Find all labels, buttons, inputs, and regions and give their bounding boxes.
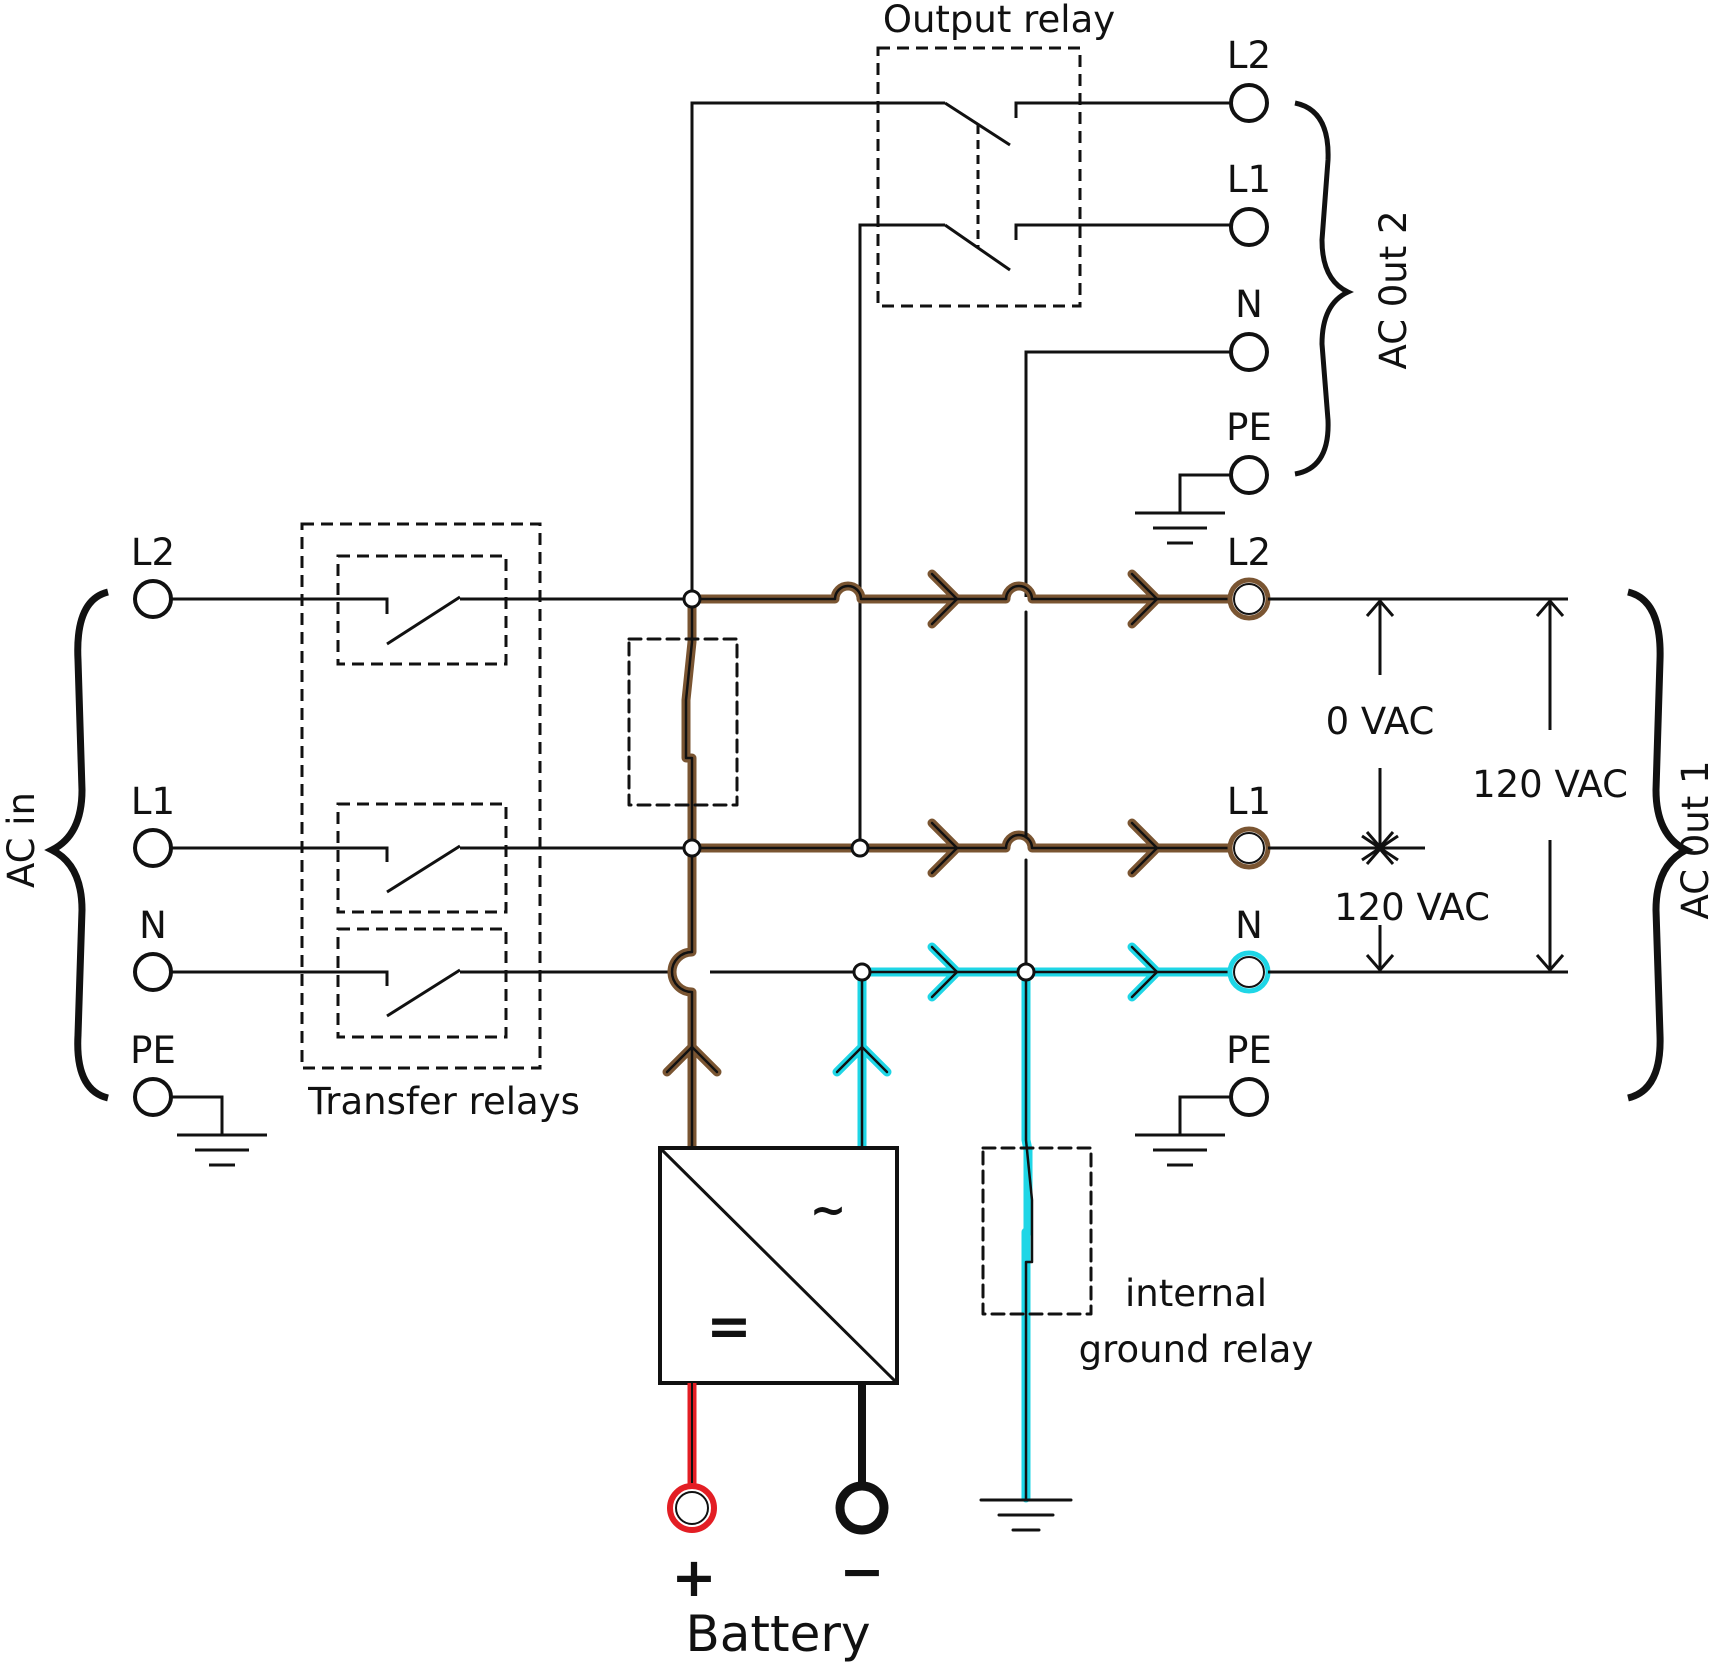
ac-out2-terminals (1229, 83, 1269, 495)
terminal-in-n[interactable] (133, 952, 173, 992)
in-n-label: N (139, 904, 167, 947)
terminal-in-pe[interactable] (133, 1077, 173, 1117)
inverter (658, 1146, 899, 1385)
in-pe-label: PE (130, 1029, 176, 1072)
out2-l2-label: L2 (1227, 34, 1271, 77)
terminal-out2-pe[interactable] (1229, 455, 1269, 495)
terminal-out2-l2[interactable] (1229, 83, 1269, 123)
measurement-l2-l1: 0 VAC (1326, 700, 1435, 743)
out1-l2-label: L2 (1227, 531, 1271, 574)
bypass-relay-box (627, 637, 739, 807)
battery-positive-label: + (671, 1546, 716, 1609)
in-l2-label: L2 (131, 531, 175, 574)
transfer-relay-contact-l1 (386, 844, 461, 894)
battery-wiring (667, 1383, 889, 1535)
ac-in-terminals (133, 579, 173, 1117)
out1-pe-label: PE (1226, 1029, 1272, 1072)
junction-nodes (682, 589, 1036, 982)
ground-relay-box (981, 1146, 1093, 1316)
terminal-out2-l1[interactable] (1229, 207, 1269, 247)
measurement-tick (1361, 834, 1399, 862)
battery-label: Battery (685, 1605, 870, 1662)
inverter-ac-symbol: ~ (810, 1185, 847, 1236)
terminal-in-l2[interactable] (133, 579, 173, 619)
ac-out2-brace (1294, 100, 1354, 477)
out1-l1-label: L1 (1227, 780, 1271, 823)
ac-out1-label: AC 0ut 1 (1674, 760, 1717, 919)
transfer-relays-box (300, 522, 542, 1070)
terminal-out1-pe[interactable] (1229, 1077, 1269, 1117)
measurement-l1-n: 120 VAC (1334, 886, 1490, 929)
ac-out1-wiring (1135, 597, 1568, 1167)
ground-relay-label-line2: ground relay (1079, 1328, 1314, 1371)
ground-relay-label-line1: internal (1125, 1272, 1267, 1315)
battery-negative-label: − (839, 1540, 884, 1603)
ac-out1-brace (1626, 588, 1694, 1102)
transfer-relays-label: Transfer relays (307, 1080, 580, 1123)
live-path (627, 569, 1237, 1152)
terminal-out1-l1[interactable] (1227, 826, 1271, 870)
out1-n-label: N (1235, 904, 1263, 947)
terminal-out1-n[interactable] (1227, 950, 1271, 994)
output-relay-contact-l2 (944, 101, 1011, 147)
in-l1-label: L1 (131, 780, 175, 823)
terminal-in-l1[interactable] (133, 828, 173, 868)
transfer-relay-contact-n (386, 968, 461, 1018)
battery-negative-terminal[interactable] (835, 1481, 889, 1535)
neutral-path (832, 858, 1237, 1532)
measurement-l2-n: 120 VAC (1472, 763, 1628, 806)
output-relay-section (690, 46, 1235, 848)
ac-in-brace (44, 588, 110, 1102)
output-relay-box (876, 46, 1082, 308)
terminal-out1-l2[interactable] (1227, 577, 1271, 621)
out2-n-label: N (1235, 283, 1263, 326)
inverter-dc-symbol: = (706, 1295, 751, 1358)
ac-out2-label: AC 0ut 2 (1372, 210, 1415, 369)
output-relay-label: Output relay (883, 0, 1115, 41)
out2-l1-label: L1 (1227, 158, 1271, 201)
ac-in-label: AC in (0, 792, 43, 888)
terminal-out2-n[interactable] (1229, 332, 1269, 372)
out2-pe-label: PE (1226, 406, 1272, 449)
ac-in-wiring (172, 522, 862, 1167)
transfer-relay-contact-l2 (386, 595, 461, 646)
